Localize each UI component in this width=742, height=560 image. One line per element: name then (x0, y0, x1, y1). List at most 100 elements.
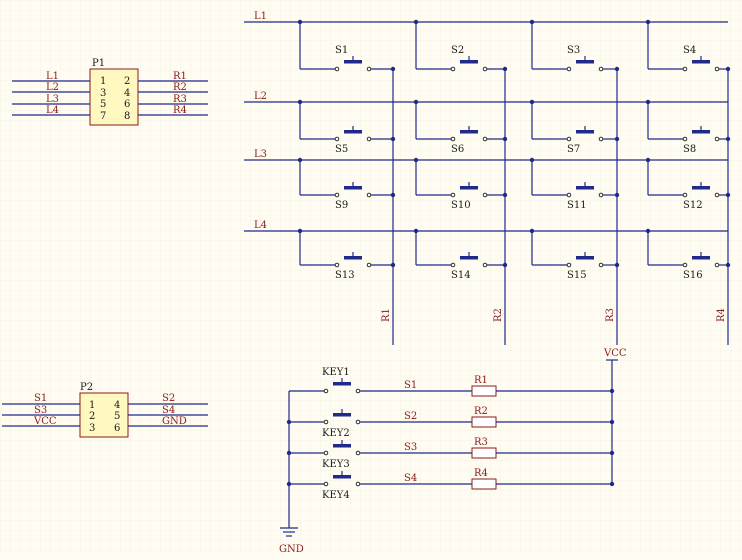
switch-label: S11 (567, 200, 587, 211)
contact-pad (714, 66, 720, 72)
p2-designator: P2 (80, 382, 93, 393)
junction-dot (609, 419, 615, 425)
contact-pad (482, 192, 488, 198)
contact-pad (598, 192, 604, 198)
contact-pad (566, 66, 572, 72)
p1-net-label: R3 (173, 94, 187, 105)
contact-pad (355, 388, 361, 394)
button-plunger (344, 60, 362, 64)
matrix-switch[interactable] (566, 56, 604, 72)
contact-pad (598, 136, 604, 142)
button-plunger (460, 256, 478, 260)
row-label: L3 (254, 149, 267, 160)
button-plunger (460, 60, 478, 64)
row-label: L4 (254, 220, 267, 231)
switch-label: S9 (335, 200, 348, 211)
matrix-switch[interactable] (450, 56, 488, 72)
matrix-switch[interactable] (334, 252, 372, 268)
key-label: KEY4 (322, 490, 350, 501)
matrix-switch[interactable] (566, 252, 604, 268)
switch-label: S10 (451, 200, 471, 211)
resistor-label: R2 (474, 406, 488, 417)
resistor-body (471, 385, 497, 397)
contact-pad (323, 419, 329, 425)
matrix-switch[interactable] (450, 126, 488, 142)
contact-pad (566, 136, 572, 142)
matrix-switch[interactable] (682, 182, 720, 198)
contact-pad (682, 136, 688, 142)
resistor-label: R1 (474, 375, 488, 386)
p1-net-label: L1 (46, 71, 59, 82)
p1-net-label: L3 (46, 94, 59, 105)
contact-pad (714, 192, 720, 198)
contact-pad (682, 66, 688, 72)
switch-label: S7 (567, 144, 580, 155)
matrix-switch[interactable] (450, 252, 488, 268)
contact-pad (566, 192, 572, 198)
contact-pad (366, 66, 372, 72)
contact-pad (366, 192, 372, 198)
p2-pin: 6 (114, 423, 120, 434)
contact-pad (450, 136, 456, 142)
matrix-switch[interactable] (682, 126, 720, 142)
junction-dot (286, 481, 292, 487)
gnd-label: GND (279, 544, 304, 555)
matrix-switch[interactable] (334, 56, 372, 72)
column-label: R4 (716, 308, 727, 322)
button-plunger (333, 413, 351, 417)
switch-label: S1 (335, 45, 348, 56)
junction-dot (286, 419, 292, 425)
matrix-switch[interactable] (682, 252, 720, 268)
key-net-label: S4 (404, 473, 417, 484)
contact-pad (355, 481, 361, 487)
key-net-label: S2 (404, 411, 417, 422)
contact-pad (714, 262, 720, 268)
p2-pin: 2 (89, 411, 95, 422)
switch-label: S3 (567, 45, 580, 56)
contact-pad (334, 136, 340, 142)
p1-designator: P1 (92, 58, 105, 69)
p1-net-label: L2 (46, 82, 59, 93)
button-plunger (692, 256, 710, 260)
switch-label: S12 (683, 200, 703, 211)
key-net-label: S3 (404, 442, 417, 453)
junction-dot (609, 388, 615, 394)
matrix-switch[interactable] (566, 182, 604, 198)
switch-label: S4 (683, 45, 696, 56)
key-switch[interactable] (323, 409, 361, 425)
p2-pin: 4 (114, 400, 120, 411)
button-plunger (333, 382, 351, 386)
matrix-switch[interactable] (566, 126, 604, 142)
key-label: KEY1 (322, 367, 350, 378)
button-plunger (333, 444, 351, 448)
junction-dot (286, 450, 292, 456)
connector-p1[interactable]: P1 1 3 5 7 2 4 6 8 L1 L2 L3 L4 R1 R2 R3 … (12, 58, 208, 126)
connector-p2[interactable]: P2 1 2 3 4 5 6 S1 S3 VCC S2 S4 GND (2, 382, 208, 438)
key-switch[interactable] (323, 378, 361, 394)
contact-pad (334, 66, 340, 72)
contact-pad (450, 262, 456, 268)
p1-pin: 4 (124, 88, 130, 99)
contact-pad (355, 419, 361, 425)
matrix-switch[interactable] (334, 126, 372, 142)
contact-pad (682, 262, 688, 268)
key-switch[interactable] (323, 440, 361, 456)
p1-pin: 2 (124, 76, 130, 87)
matrix-switch[interactable] (682, 56, 720, 72)
switch-label: S13 (335, 270, 355, 281)
button-plunger (344, 130, 362, 134)
junction-dot (609, 450, 615, 456)
contact-pad (355, 450, 361, 456)
switch-label: S14 (451, 270, 471, 281)
key-switch[interactable] (323, 471, 361, 487)
matrix-switch[interactable] (450, 182, 488, 198)
matrix-switch[interactable] (334, 182, 372, 198)
p1-body (89, 68, 139, 126)
button-plunger (576, 256, 594, 260)
button-plunger (576, 130, 594, 134)
p1-pin: 6 (124, 99, 130, 110)
resistor-body (471, 447, 497, 459)
